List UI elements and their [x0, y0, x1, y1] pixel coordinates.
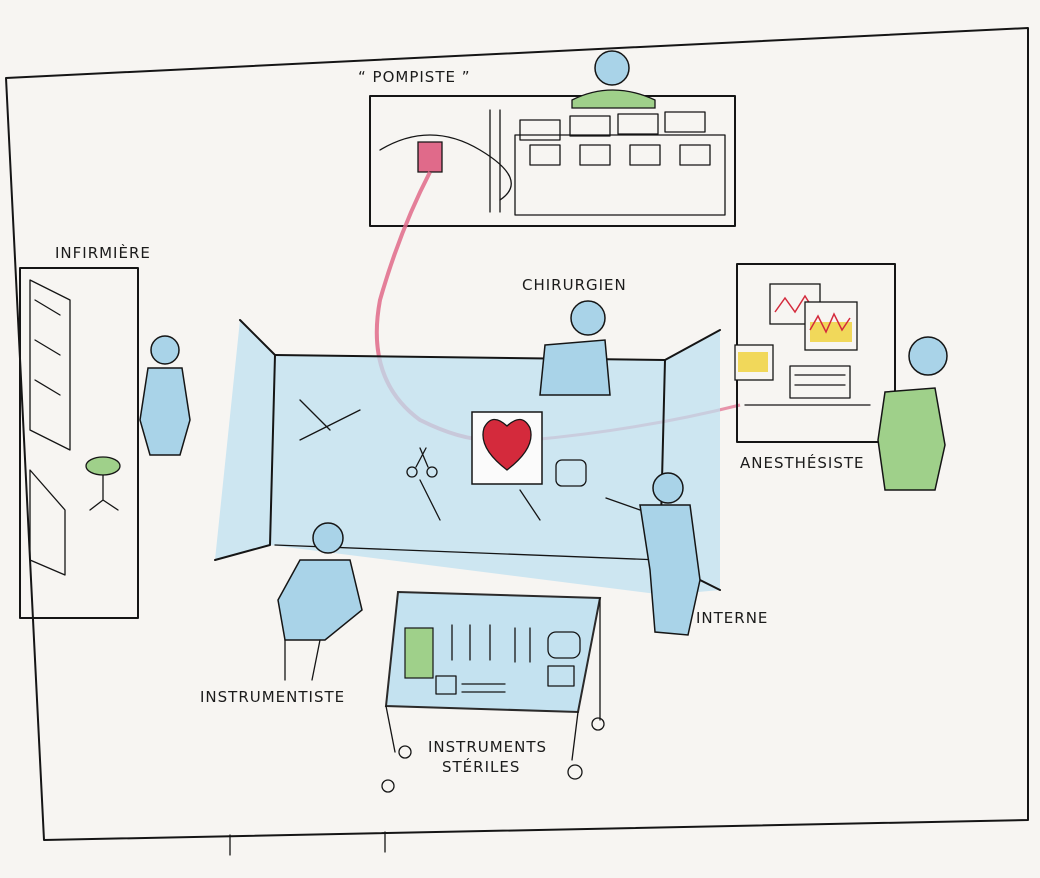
operating-table [214, 319, 721, 595]
stool-icon [85, 456, 121, 511]
label-instruments-line2: STÉRILES [442, 757, 520, 776]
pump-icon [514, 111, 726, 216]
label-infirmiere: INFIRMIÈRE [55, 243, 151, 262]
instrument-box [555, 459, 587, 487]
cabinet-wall [19, 267, 139, 619]
surgical-field [471, 411, 543, 485]
heart-icon [482, 418, 532, 471]
surgeon-figure [539, 300, 611, 396]
instrument-cart [381, 590, 605, 793]
nurse-figure [139, 335, 191, 456]
room-frame [5, 27, 1029, 841]
anesthesia-station [734, 263, 896, 443]
label-interne: INTERNE [696, 609, 768, 627]
label-pompiste: “ POMPISTE ” [358, 68, 471, 86]
monitor-icon [734, 283, 858, 399]
scissors-icon [406, 447, 438, 478]
label-anesthesiste: ANESTHÉSISTE [740, 453, 865, 472]
label-instruments-line1: INSTRUMENTS [428, 738, 547, 756]
scrub-nurse-figure [277, 522, 363, 681]
label-chirurgien: CHIRURGIEN [522, 276, 627, 294]
perfusion-pump-station [369, 50, 736, 227]
intern-figure [605, 472, 701, 636]
label-instrumentiste: INSTRUMENTISTE [200, 688, 345, 706]
anesthesiologist-figure [877, 336, 948, 491]
